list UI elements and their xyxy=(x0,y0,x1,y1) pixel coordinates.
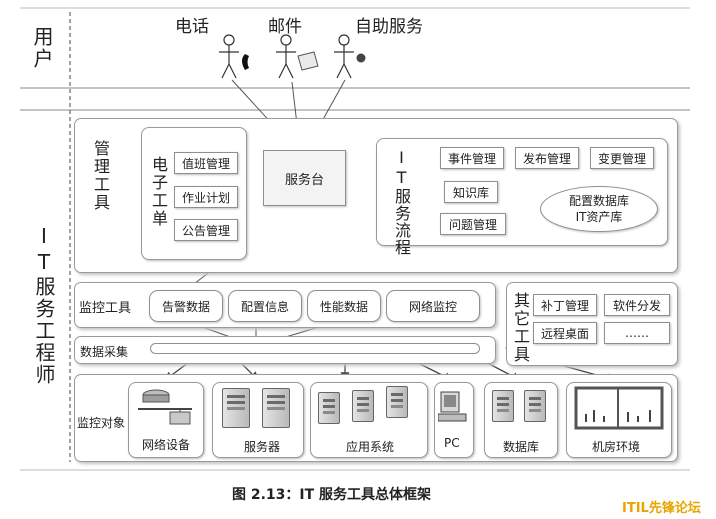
monitored-objects-label: 监控对象 xyxy=(77,416,126,430)
server-label: 服务器 xyxy=(244,440,281,454)
change-management-box: 变更管理 xyxy=(590,147,654,169)
user-figure-phone-icon xyxy=(219,34,249,79)
data-collection-bar xyxy=(150,343,480,354)
pc-icon xyxy=(438,391,467,422)
cmdb-line2: IT资产库 xyxy=(575,210,623,224)
data-center-icon xyxy=(574,386,664,430)
channel-label-email: 邮件 xyxy=(268,17,302,37)
db-server-icon-2 xyxy=(524,390,546,422)
user-figure-email-icon xyxy=(276,34,319,79)
network-device-label: 网络设备 xyxy=(142,438,191,452)
monitoring-tools-label: 监控工具 xyxy=(79,301,132,316)
server-icon-2 xyxy=(262,388,290,428)
more-tools-box: …… xyxy=(604,322,670,344)
figure-caption: 图 2.13：IT 服务工具总体框架 xyxy=(232,487,432,503)
config-info-pill: 配置信息 xyxy=(228,290,302,322)
service-desk-box: 服务台 xyxy=(263,150,346,206)
database-label: 数据库 xyxy=(503,440,540,454)
other-tools-label: 其它工具 xyxy=(511,292,530,364)
data-center-label: 机房环境 xyxy=(592,440,641,454)
pc-label: PC xyxy=(444,436,460,450)
users-section-label: 用户 xyxy=(30,26,54,70)
alarm-data-pill: 告警数据 xyxy=(149,290,223,322)
it-process-label: IT服务流程 xyxy=(392,148,411,256)
knowledge-base-box: 知识库 xyxy=(444,181,498,203)
app-server-icon-1 xyxy=(318,392,340,424)
management-tools-label: 管理工具 xyxy=(91,140,110,212)
remote-desktop-box: 远程桌面 xyxy=(533,322,597,344)
performance-data-pill: 性能数据 xyxy=(307,290,381,322)
patch-management-box: 补丁管理 xyxy=(533,294,597,316)
application-system-label: 应用系统 xyxy=(346,440,395,454)
it-staff-label: IT服务工程师 xyxy=(32,224,56,386)
eforms-label: 电子工单 xyxy=(149,156,168,228)
incident-management-box: 事件管理 xyxy=(440,147,504,169)
software-distribution-box: 软件分发 xyxy=(604,294,670,316)
announcement-box: 公告管理 xyxy=(174,219,238,241)
cmdb-line1: 配置数据库 xyxy=(568,194,629,208)
cmdb-ellipse: 配置数据库 IT资产库 xyxy=(540,186,658,232)
network-monitoring-pill: 网络监控 xyxy=(386,290,480,322)
server-icon-1 xyxy=(222,388,250,428)
user-figure-self-service-icon xyxy=(334,34,366,79)
watermark-text: ITIL先锋论坛 xyxy=(622,501,701,516)
duty-management-box: 值班管理 xyxy=(174,152,238,174)
db-server-icon-1 xyxy=(492,390,514,422)
app-server-icon-2 xyxy=(352,390,374,422)
release-management-box: 发布管理 xyxy=(515,147,579,169)
channel-label-self-service: 自助服务 xyxy=(355,17,423,37)
channel-label-phone: 电话 xyxy=(175,17,209,37)
network-router-icon xyxy=(138,389,192,425)
data-collection-label: 数据采集 xyxy=(80,345,129,359)
work-plan-box: 作业计划 xyxy=(174,186,238,208)
app-server-icon-3 xyxy=(386,386,408,418)
problem-management-box: 问题管理 xyxy=(440,213,506,235)
